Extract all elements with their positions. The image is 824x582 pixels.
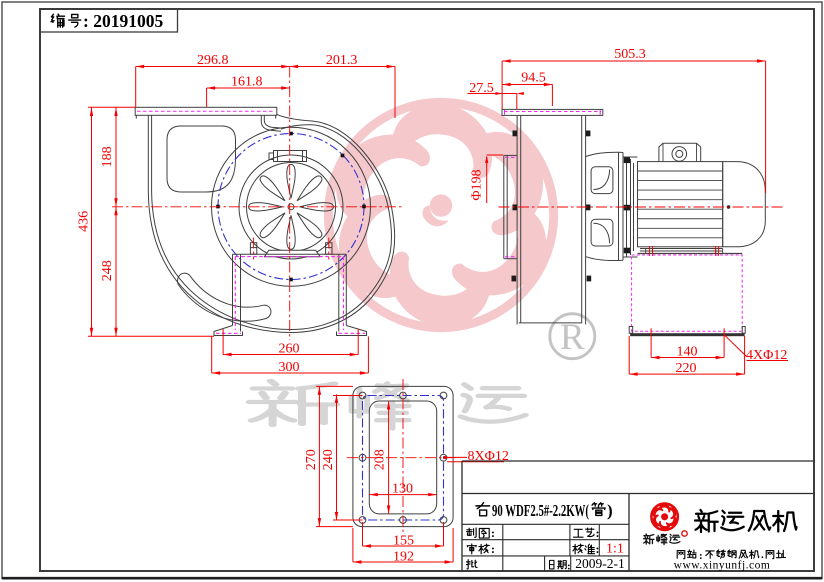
svg-text:.: .: [761, 549, 764, 561]
svg-text:300: 300: [279, 360, 300, 375]
svg-text:): ): [607, 501, 613, 520]
svg-text:90 WDF2.5#-2.2KW(: 90 WDF2.5#-2.2KW(: [492, 501, 589, 520]
svg-text:8XΦ12: 8XΦ12: [468, 449, 509, 464]
svg-text::: :: [596, 526, 600, 540]
svg-text:: 20191005: : 20191005: [83, 11, 163, 31]
svg-text::: :: [491, 542, 495, 556]
svg-text:248: 248: [100, 260, 115, 281]
svg-text:192: 192: [393, 550, 414, 565]
svg-text:240: 240: [321, 449, 336, 470]
svg-text::: :: [699, 550, 703, 562]
svg-text:140: 140: [677, 345, 698, 360]
svg-text:94.5: 94.5: [521, 71, 546, 86]
svg-text:130: 130: [392, 482, 413, 497]
svg-text::: :: [596, 542, 600, 556]
svg-text:1:1: 1:1: [606, 542, 624, 557]
svg-text:Φ198: Φ198: [470, 169, 485, 200]
svg-text:161.8: 161.8: [231, 75, 263, 90]
svg-text::: :: [567, 561, 571, 573]
svg-text:www.xinyunfj.com: www.xinyunfj.com: [674, 560, 771, 572]
svg-text:201.3: 201.3: [326, 53, 358, 68]
svg-text:260: 260: [279, 342, 300, 357]
svg-text:188: 188: [100, 146, 115, 167]
svg-text:208: 208: [373, 449, 388, 470]
svg-text:2009-2-1: 2009-2-1: [575, 556, 625, 571]
svg-text:296.8: 296.8: [197, 53, 229, 68]
svg-text:270: 270: [304, 449, 319, 470]
svg-text:436: 436: [77, 211, 92, 232]
svg-text:4XΦ12: 4XΦ12: [746, 348, 787, 363]
svg-text:220: 220: [676, 361, 697, 376]
svg-text:R: R: [560, 317, 585, 358]
svg-text:155: 155: [393, 534, 414, 549]
svg-text:27.5: 27.5: [469, 81, 494, 96]
svg-text:505.3: 505.3: [614, 47, 646, 62]
svg-text::: :: [491, 526, 495, 540]
